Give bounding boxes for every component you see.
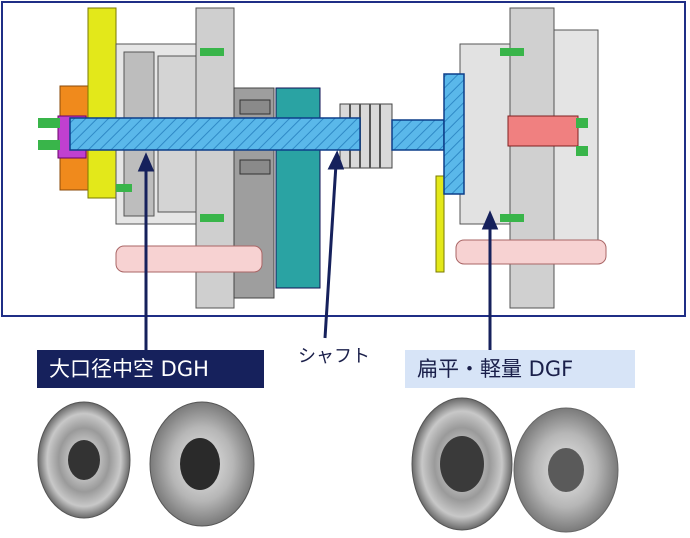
left-actuator-section	[38, 7, 321, 309]
dgf-label: 扁平・軽量 DGF	[405, 350, 635, 388]
leader-lines	[137, 150, 499, 350]
dgh-label: 大口径中空 DGH	[37, 350, 264, 388]
shaft-section	[69, 73, 465, 195]
dgh-product-photo	[37, 401, 255, 527]
dgf-product-photo	[411, 397, 619, 533]
right-actuator-section	[435, 7, 607, 309]
shaft-label: シャフト	[298, 346, 370, 367]
